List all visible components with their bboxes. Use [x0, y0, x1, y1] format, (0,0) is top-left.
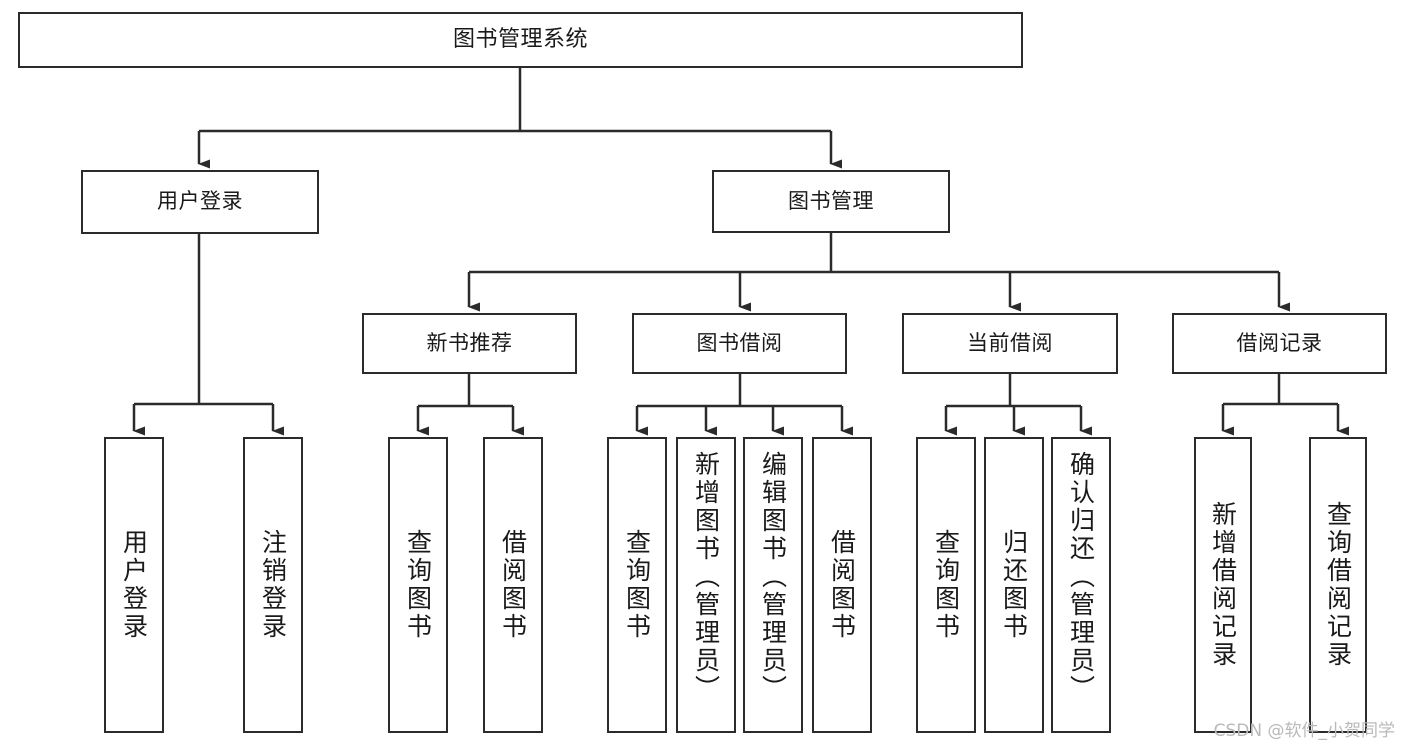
node-root-book-management-system[interactable]: 图书管理系统 — [18, 12, 1023, 68]
node-book-manage[interactable]: 图书管理 — [712, 170, 950, 233]
node-label-root: 图书管理系统 — [452, 26, 588, 52]
node-new-book-recommend[interactable]: 新书推荐 — [362, 313, 577, 374]
node-user-login[interactable]: 用户登录 — [81, 170, 319, 234]
node-label-current-borrow: 当前借阅 — [967, 330, 1053, 355]
node-label-leaf-query-record: 查询借阅记录 — [1323, 501, 1353, 669]
node-label-book-borrow: 图书借阅 — [696, 330, 783, 355]
node-leaf-return-book[interactable]: 归还图书 — [984, 437, 1044, 733]
node-label-new-book-recommend: 新书推荐 — [426, 330, 513, 355]
node-label-leaf-query-book-1: 查询图书 — [403, 529, 433, 641]
node-leaf-add-record[interactable]: 新增借阅记录 — [1194, 437, 1252, 733]
node-leaf-query-book-2[interactable]: 查询图书 — [607, 437, 667, 733]
node-label-leaf-edit-book: 编辑图书（管理员） — [758, 451, 788, 703]
node-leaf-edit-book[interactable]: 编辑图书（管理员） — [743, 437, 803, 733]
node-label-leaf-borrow-book-1: 借阅图书 — [498, 529, 528, 641]
node-label-user-login: 用户登录 — [157, 189, 243, 214]
node-leaf-query-book-1[interactable]: 查询图书 — [388, 437, 448, 733]
node-label-leaf-borrow-book-2: 借阅图书 — [827, 529, 857, 641]
node-label-leaf-query-book-2: 查询图书 — [622, 529, 652, 641]
node-label-leaf-add-record: 新增借阅记录 — [1208, 501, 1238, 669]
node-leaf-confirm-return[interactable]: 确认归还（管理员） — [1051, 437, 1111, 733]
node-label-book-manage: 图书管理 — [788, 188, 874, 213]
node-leaf-query-book-3[interactable]: 查询图书 — [916, 437, 976, 733]
node-leaf-add-book[interactable]: 新增图书（管理员） — [676, 437, 736, 733]
node-leaf-logout-login[interactable]: 注销登录 — [243, 437, 303, 733]
node-label-leaf-add-book: 新增图书（管理员） — [691, 451, 721, 703]
node-leaf-query-record[interactable]: 查询借阅记录 — [1309, 437, 1367, 733]
node-borrow-record[interactable]: 借阅记录 — [1172, 313, 1387, 374]
node-leaf-borrow-book-1[interactable]: 借阅图书 — [483, 437, 543, 733]
node-current-borrow[interactable]: 当前借阅 — [902, 313, 1118, 374]
csdn-watermark: CSDN @软件_小贺同学 — [1213, 721, 1395, 741]
node-label-leaf-logout-login: 注销登录 — [258, 529, 288, 641]
node-leaf-user-login[interactable]: 用户登录 — [104, 437, 164, 733]
node-label-borrow-record: 借阅记录 — [1236, 330, 1323, 355]
node-label-leaf-user-login: 用户登录 — [119, 529, 149, 641]
node-label-leaf-query-book-3: 查询图书 — [931, 529, 961, 641]
node-book-borrow[interactable]: 图书借阅 — [632, 313, 847, 374]
node-label-leaf-return-book: 归还图书 — [999, 529, 1029, 641]
node-label-leaf-confirm-return: 确认归还（管理员） — [1066, 451, 1096, 703]
node-leaf-borrow-book-2[interactable]: 借阅图书 — [812, 437, 872, 733]
